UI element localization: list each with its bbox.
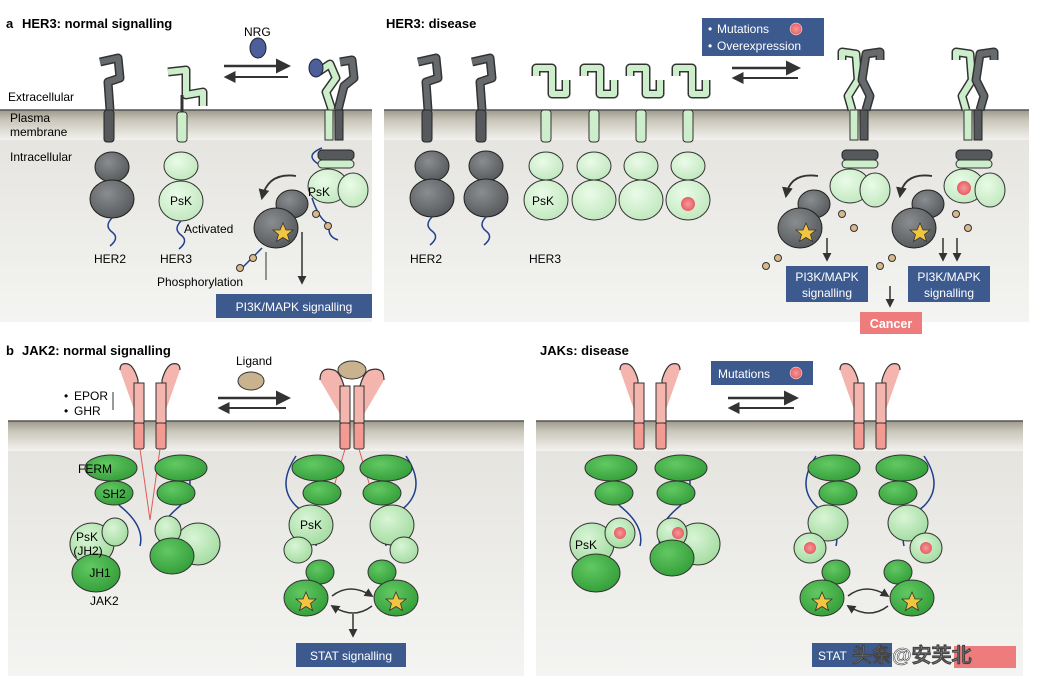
her2-monomer (89, 53, 135, 247)
jak2-dimer-inactive (69, 448, 221, 593)
jak-receptor-disease-active (839, 363, 901, 450)
svg-text:•: • (64, 404, 68, 418)
legend-mutations-a: Mutations (717, 22, 769, 36)
ligand-shape (237, 371, 265, 391)
pi3k-mapk-box-normal: PI3K/MAPK signalling (216, 294, 372, 318)
jak2-receptor-active (319, 360, 385, 450)
nrg-label: NRG (244, 25, 271, 39)
legend-overexpression-a: Overexpression (717, 39, 801, 53)
nrg-bound (308, 58, 324, 78)
receptor-epor-label: EPOR (74, 389, 108, 403)
mutation-dot-legend-a (789, 22, 803, 36)
sh2-label: SH2 (102, 487, 126, 501)
active-psk-label: PsK (300, 518, 322, 532)
jh1-label: JH1 (89, 566, 111, 580)
panel-b-letter: b (6, 343, 14, 358)
activated-label: Activated (184, 222, 233, 236)
ligand-bound (337, 360, 367, 380)
equilibrium-arrows-b-disease (727, 390, 799, 414)
her2-her3-heterodimer-normal (236, 55, 369, 285)
heterodimer-disease-1 (762, 47, 891, 270)
her3-monomer (158, 65, 208, 250)
psk-jh2-label-line1: PsK (76, 530, 98, 544)
jak-dimer-disease-inactive (569, 454, 721, 593)
panel-a-disease-title: HER3: disease (386, 16, 476, 31)
pi3k-mapk-label-normal: PI3K/MAPK signalling (236, 300, 353, 314)
cancer-box: Cancer (860, 312, 922, 334)
membrane-label-line1: Plasma (10, 111, 50, 125)
ligand-label: Ligand (236, 354, 272, 368)
disease-psk-label: PsK (575, 538, 597, 552)
jak-receptor-disease-inactive (619, 363, 681, 450)
her3-psk-label: PsK (170, 194, 192, 208)
mutation-dot (681, 197, 695, 211)
stat-signalling-label: STAT signalling (310, 649, 392, 663)
svg-text:•: • (708, 22, 712, 36)
her3-psk-label-disease: PsK (532, 194, 554, 208)
pi3k-mapk-disease-2-line2: signalling (924, 286, 974, 300)
pi3k-mapk-disease-1-line1: PI3K/MAPK (795, 270, 858, 284)
extracellular-label: Extracellular (8, 90, 74, 104)
jak2-receptor-inactive (119, 363, 181, 450)
membrane-label-line2: membrane (10, 125, 68, 139)
pi3k-mapk-disease-1-line2: signalling (802, 286, 852, 300)
svg-text:•: • (64, 389, 68, 403)
panel-a-background (0, 109, 1029, 322)
nrg-ligand (249, 37, 267, 59)
disease-legend-b: Mutations (711, 361, 813, 385)
cancer-box-b (954, 646, 1016, 668)
her3-label: HER3 (160, 252, 192, 266)
receptor-ghr-label: GHR (74, 404, 101, 418)
pi3k-mapk-disease-2-line1: PI3K/MAPK (917, 270, 980, 284)
panel-b-disease-title: JAKs: disease (540, 343, 629, 358)
her3-monomers-disease (523, 63, 711, 221)
her2-monomers-disease (409, 53, 509, 246)
watermark-text: 头条@安芙北 (852, 643, 972, 667)
ferm-label: FERM (78, 462, 112, 476)
heterodimer-disease-2 (876, 47, 1006, 270)
equilibrium-arrows-a-disease (731, 60, 801, 84)
panel-b-normal-title: JAK2: normal signalling (22, 343, 171, 358)
pi3k-mapk-box-disease-2: PI3K/MAPK signalling (908, 266, 990, 302)
panel-a-normal-title: HER3: normal signalling (22, 16, 172, 31)
jak-dimer-disease-active (793, 454, 943, 617)
disease-legend-a: • Mutations • Overexpression (702, 18, 824, 56)
intracellular-label: Intracellular (10, 150, 72, 164)
stat-signalling-box: STAT signalling (296, 643, 406, 667)
mutation-dot-legend-b (789, 366, 803, 380)
pi3k-mapk-box-disease-1: PI3K/MAPK signalling (786, 266, 868, 302)
stat-disease-label: STAT (818, 649, 848, 663)
panel-a-letter: a (6, 16, 14, 31)
legend-mutations-b: Mutations (718, 367, 770, 381)
her2-label: HER2 (94, 252, 126, 266)
svg-text:•: • (708, 39, 712, 53)
cancer-label: Cancer (870, 317, 913, 331)
heterodimer-psk-label: PsK (308, 185, 330, 199)
her3-label-disease: HER3 (529, 252, 561, 266)
phosphorylation-label: Phosphorylation (157, 275, 243, 289)
equilibrium-arrows-b-normal (217, 390, 291, 414)
jak2-dimer-active (283, 448, 419, 638)
her2-label-disease: HER2 (410, 252, 442, 266)
stat-box-disease: STAT (812, 643, 892, 667)
equilibrium-arrows-a-normal (223, 58, 291, 83)
psk-jh2-label-line2: (JH2) (73, 544, 102, 558)
jak2-label: JAK2 (90, 594, 119, 608)
